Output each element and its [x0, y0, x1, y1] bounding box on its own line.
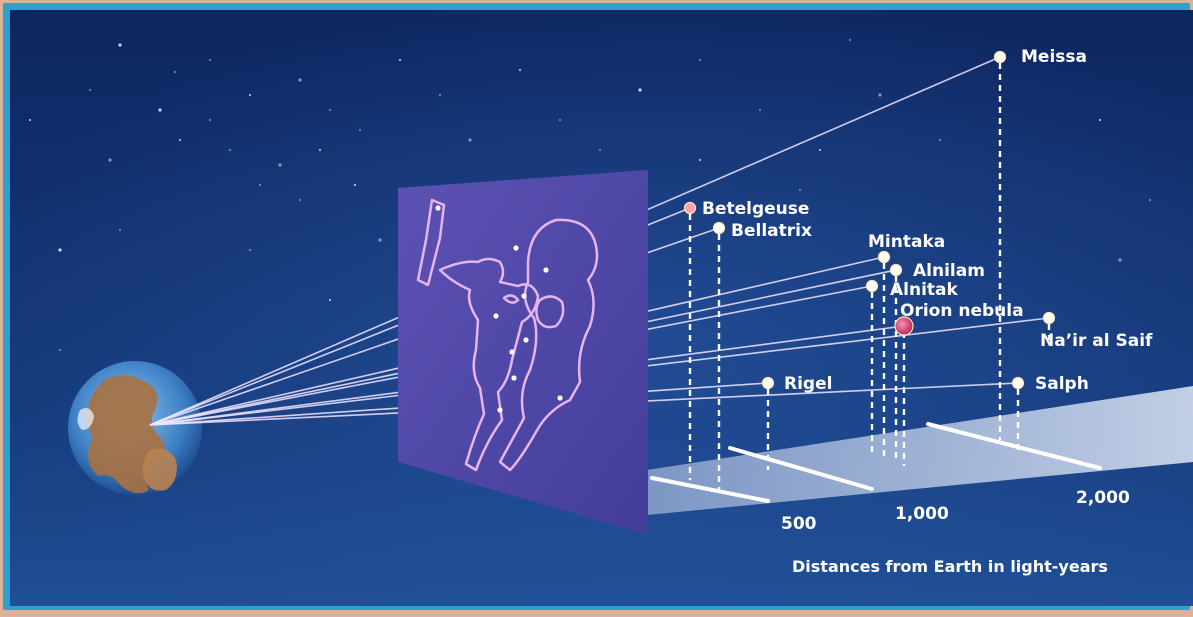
orion-figure-outline [416, 198, 599, 472]
background-star [229, 149, 231, 151]
background-star [179, 139, 181, 141]
label-nair-al-saif: Na’ir al Saif [1040, 331, 1153, 351]
background-star [638, 88, 642, 92]
background-star [89, 89, 91, 91]
star-point-bellatrix [712, 221, 726, 235]
label-rigel: Rigel [784, 374, 832, 394]
background-star [819, 149, 821, 151]
star-point-alnilam [889, 263, 903, 277]
star-point-mintaka [877, 250, 891, 264]
label-salph: Salph [1035, 374, 1089, 394]
star-point-meissa [993, 50, 1007, 64]
background-star [209, 119, 211, 121]
scale-bar-500 [650, 476, 770, 503]
star-point-alnitak [865, 279, 879, 293]
background-star [118, 43, 122, 47]
background-star [939, 139, 941, 141]
projected-star-point [523, 337, 529, 343]
orion-right-body-outline [498, 218, 599, 472]
background-star [329, 299, 331, 301]
earth-globe [68, 361, 202, 495]
background-star [174, 71, 176, 73]
background-star [209, 59, 211, 61]
star-labels: Meissa Betelgeuse Bellatrix Mintaka Alni… [702, 47, 1153, 394]
background-star [799, 189, 801, 191]
constellation-panel [398, 170, 648, 535]
projected-star-point [435, 205, 441, 211]
background-star [559, 119, 561, 121]
label-betelgeuse: Betelgeuse [702, 199, 809, 219]
background-star [354, 184, 356, 186]
background-star [399, 59, 401, 61]
projected-star-point [557, 395, 563, 401]
background-star [119, 229, 121, 231]
background-star [329, 109, 331, 111]
background-star [278, 163, 282, 167]
background-star [108, 158, 112, 162]
drop-lines [688, 63, 1051, 495]
background-star [699, 159, 701, 161]
background-star [359, 129, 361, 131]
background-star [58, 248, 62, 252]
orion-club-outline [416, 198, 446, 287]
scale-tick-2000: 2,000 [1076, 488, 1130, 508]
background-star [29, 119, 31, 121]
background-star [439, 94, 441, 96]
background-star [249, 94, 251, 96]
orion-shield-outline [535, 295, 565, 329]
scale-caption: Distances from Earth in light-years [792, 557, 1108, 576]
label-alnitak: Alnitak [890, 280, 959, 300]
orion-left-body-outline [438, 257, 540, 472]
background-star [1149, 199, 1151, 201]
label-meissa: Meissa [1021, 47, 1087, 67]
projected-star-point [497, 407, 503, 413]
background-star [1118, 258, 1122, 262]
projected-star-point [521, 293, 527, 299]
background-star [299, 199, 301, 201]
projected-star-point [493, 313, 499, 319]
star-point-salph [1011, 376, 1025, 390]
background-star [699, 59, 701, 61]
distance-scale-plane [647, 386, 1193, 515]
background-star [759, 109, 761, 111]
background-star [878, 93, 882, 97]
scale-tick-500: 500 [781, 514, 817, 534]
projected-star-point [543, 267, 549, 273]
projected-star-point [509, 349, 515, 355]
background-star [319, 149, 321, 151]
label-orion-nebula: Orion nebula [900, 301, 1024, 321]
scale-bar-1000 [728, 446, 874, 491]
background-star [259, 184, 261, 186]
scale-bars [650, 422, 1102, 503]
star-points [435, 50, 1056, 413]
label-mintaka: Mintaka [868, 232, 945, 252]
projected-star-point [513, 245, 519, 251]
orion-hand-outline [502, 294, 520, 304]
label-alnilam: Alnilam [913, 261, 985, 281]
background-star [849, 39, 851, 41]
star-point-betelgeuse [683, 201, 697, 215]
background-star [468, 138, 472, 142]
background-star [519, 69, 521, 71]
background-star [59, 349, 61, 351]
background-star [298, 78, 302, 82]
background-star [378, 238, 382, 242]
star-point-rigel [761, 376, 775, 390]
scale-bar-2000 [926, 422, 1102, 470]
background-star [158, 108, 162, 112]
star-point-orion-nebula [894, 316, 914, 336]
projected-star-point [511, 375, 517, 381]
scale-tick-1000: 1,000 [895, 504, 949, 524]
background-star [599, 149, 601, 151]
star-point-na-ir-al-saif [1042, 311, 1056, 325]
background-starfield [29, 39, 1151, 351]
background-star [249, 249, 251, 251]
label-bellatrix: Bellatrix [731, 221, 812, 241]
background-star [1099, 119, 1101, 121]
